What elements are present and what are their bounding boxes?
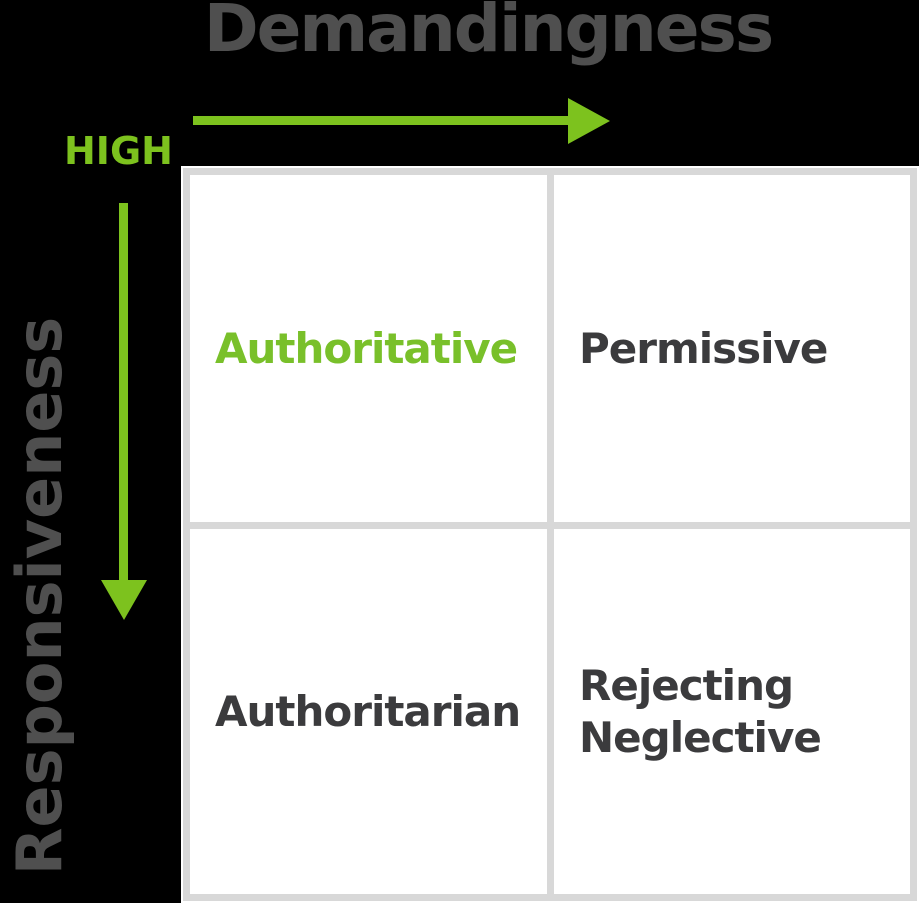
arrow-shaft (193, 116, 570, 125)
quadrant-label: Rejecting Neglective (579, 661, 822, 762)
quadrant-authoritarian: Authoritarian (190, 529, 547, 894)
quadrant-label: Permissive (579, 323, 828, 373)
arrow-shaft (119, 203, 128, 585)
quadrant-authoritative: Authoritative (190, 175, 547, 522)
quadrant-label: Authoritarian (215, 686, 521, 736)
quadrant-permissive: Permissive (554, 175, 910, 522)
quadrant-grid: Authoritative Permissive Authoritarian R… (181, 166, 919, 903)
arrow-head (568, 98, 610, 144)
arrow-head (101, 580, 147, 620)
demandingness-axis-title: Demandingness (203, 0, 774, 67)
responsiveness-axis-title: Responsiveness (3, 316, 76, 876)
high-axis-marker-label: HIGH (64, 129, 173, 173)
quadrant-rejecting-neglective: Rejecting Neglective (554, 529, 910, 894)
quadrant-label: Authoritative (215, 323, 518, 373)
